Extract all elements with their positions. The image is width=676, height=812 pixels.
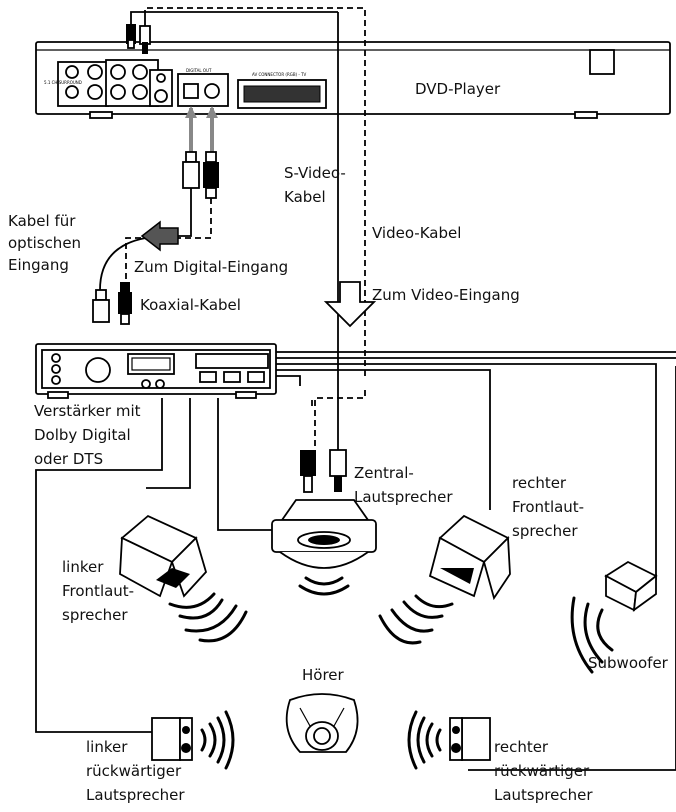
labels: S-Video- Kabel Video-Kabel Kabel für opt… [8,164,669,804]
right-rear-label-3: Lautsprecher [494,786,593,804]
amplifier-label-1: Verstärker mit [34,402,141,420]
right-rear-label-1: rechter [494,738,549,756]
video-cables [126,7,366,450]
listener [285,693,359,753]
right-front-speaker [378,514,511,645]
digital-cables [92,106,219,325]
left-rear-label-3: Lautsprecher [86,786,185,804]
center-speaker-label-2: Lautsprecher [354,488,453,506]
left-rear-label-2: rückwärtiger [86,762,182,780]
av-connector-panel: AV CONNECTOR (RGB) - TV [237,72,327,109]
right-rear-speaker [407,710,491,770]
video-cable-label: Video-Kabel [372,224,461,242]
video-input-arrow [323,281,377,328]
right-front-label-1: rechter [512,474,567,492]
speaker-wires [35,351,676,771]
digital-out-label: DIGITAL OUT [186,68,212,73]
amplifier-label-2: Dolby Digital [34,426,131,444]
av-connector-label: AV CONNECTOR (RGB) - TV [252,72,307,77]
dvd-player-label: DVD-Player [415,80,501,98]
optical-label-2: optischen [8,234,81,252]
listener-label: Hörer [302,666,345,684]
subwoofer [570,560,658,674]
surround-output-panel: 5.1 CH SURROUND [44,59,173,107]
subwoofer-label: Subwoofer [588,654,669,672]
svideo-label-2: Kabel [284,188,326,206]
left-front-label-1: linker [62,558,104,576]
digital-out-panel: DIGITAL OUT [177,68,229,107]
dvd-player: 5.1 CH SURROUND DIGITAL OUT AV CONNECTOR… [35,41,671,119]
right-front-label-3: sprecher [512,522,578,540]
left-front-label-2: Frontlaut- [62,582,134,600]
amplifier [35,343,277,399]
right-rear-label-2: rückwärtiger [494,762,590,780]
optical-label-1: Kabel für [8,212,76,230]
to-video-input-label: Zum Video-Eingang [372,286,520,304]
center-speaker-label-1: Zentral- [354,464,414,482]
svideo-label-1: S-Video- [284,164,346,182]
left-rear-label-1: linker [86,738,128,756]
left-front-label-3: sprecher [62,606,128,624]
amplifier-label-3: oder DTS [34,450,103,468]
right-front-label-2: Frontlaut- [512,498,584,516]
optical-label-3: Eingang [8,256,69,274]
to-digital-input-label: Zum Digital-Eingang [134,258,288,276]
coax-cable-label: Koaxial-Kabel [140,296,241,314]
left-rear-speaker [151,710,235,770]
left-front-speaker [119,514,248,643]
surround-label: 5.1 CH SURROUND [44,80,82,85]
center-speaker [271,449,377,596]
